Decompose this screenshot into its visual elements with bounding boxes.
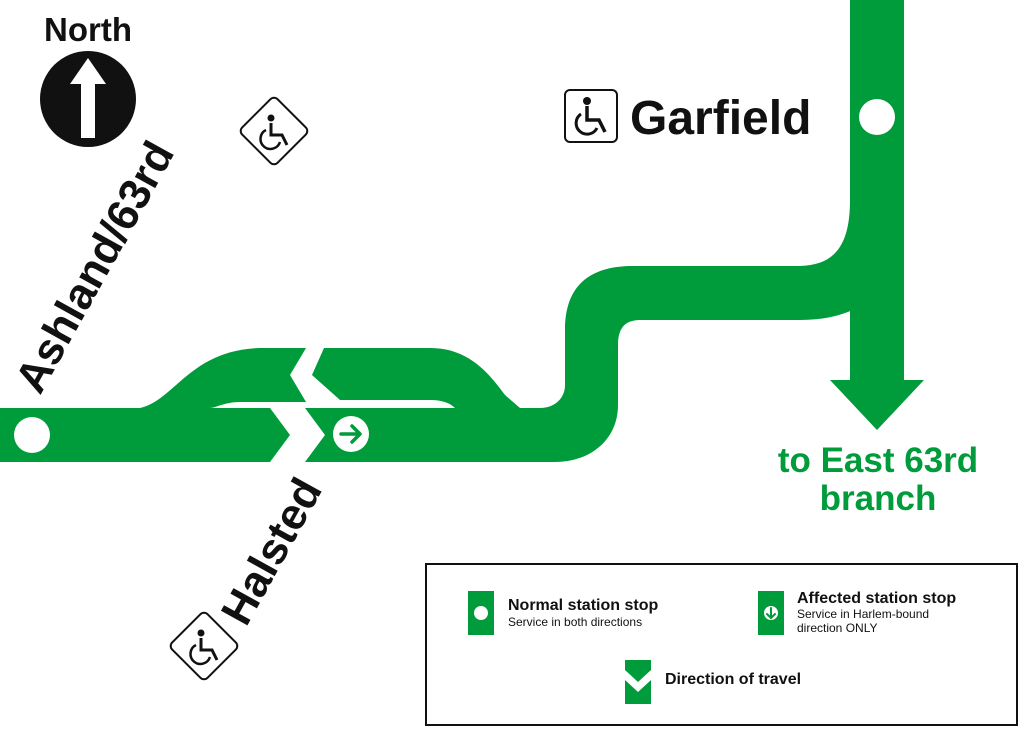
compass-label: North [44, 11, 132, 48]
legend-affected-subtitle-1: Service in Harlem-bound [797, 607, 930, 621]
legend: Normal station stop Service in both dire… [425, 563, 1018, 726]
halsted-station-name: Halsted [212, 470, 332, 633]
legend-affected-title: Affected station stop [797, 590, 957, 607]
garfield-station-dot-icon [859, 99, 895, 135]
branch-label-line1: to East 63rd [778, 441, 978, 480]
green-line-track [0, 0, 904, 462]
garfield-wheelchair-icon [564, 89, 618, 143]
halsted-affected-stop-icon [333, 416, 369, 452]
legend-affected-stop-icon [758, 591, 784, 635]
legend-normal-subtitle: Service in both directions [508, 615, 643, 629]
halsted-wheelchair-icon [169, 611, 239, 681]
legend-normal-title: Normal station stop [508, 597, 659, 614]
legend-normal-stop-icon [468, 591, 494, 635]
branch-label-line2: branch [820, 479, 937, 518]
north-arrow-icon [40, 51, 136, 147]
garfield-station-name: Garfield [630, 92, 811, 145]
legend-chevron-icon [625, 660, 651, 704]
legend-direction-title: Direction of travel [665, 671, 802, 688]
ashland-station-dot-icon [14, 417, 50, 453]
ashland-wheelchair-icon [239, 96, 309, 166]
legend-affected-subtitle-2: direction ONLY [797, 621, 878, 635]
direction-arrow-icon [830, 380, 924, 430]
ashland-station-name: Ashland/63rd [6, 133, 184, 401]
